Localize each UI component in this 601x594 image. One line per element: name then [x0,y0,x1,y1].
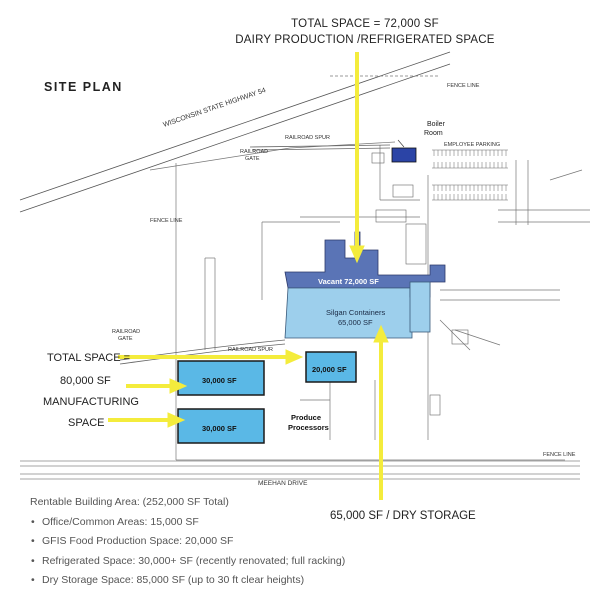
produce-20000-label: 20,000 SF [312,365,347,374]
rentable-area-info: Rentable Building Area: (252,000 SF Tota… [30,496,345,594]
dry-storage-item: Dry Storage Space: 85,000 SF (up to 30 f… [31,574,345,586]
site-plan-title: SITE PLAN [44,80,123,94]
dry-storage-label: 65,000 SF / DRY STORAGE [330,510,476,522]
manufacturing-bottom-label: 30,000 SF [202,424,237,433]
rentable-area-text: Rentable Building Area: (252,000 SF Tota… [30,496,229,508]
boiler-room-label-1: Boiler [427,121,446,128]
meehan-drive-label: MEEHAN DRIVE [258,480,308,487]
manufacturing-block-bottom [177,408,265,444]
space-breakdown-list: Office/Common Areas: 15,000 SF GFIS Food… [30,516,345,587]
railroad-gate-left-label-1: RAILROAD [112,329,140,335]
parking-stalls [432,149,508,201]
railroad-gate-left-label-2: GATE [118,336,133,342]
arrow-top-head [349,245,365,264]
arrow-left-1-head [285,349,304,365]
arrow-left-3-head [167,412,186,428]
dairy-production-label: DAIRY PRODUCTION /REFRIGERATED SPACE [235,34,495,46]
produce-label-2: Processors [288,423,329,432]
produce-block-20000 [305,351,357,383]
left-manufacturing-label: MANUFACTURING [43,396,139,408]
highway-road [19,51,451,213]
arrow-bottom-head [373,324,389,343]
left-80000-sf-label: 80,000 SF [60,375,111,387]
left-total-space-label: TOTAL SPACE = [47,352,131,364]
manufacturing-block-top [177,360,265,396]
highway-label: WISCONSIN STATE HIGHWAY 54 [162,87,267,129]
left-space-label: SPACE [68,417,105,429]
silgan-label-1: Silgan Containers [326,308,385,317]
refrigerated-item: Refrigerated Space: 30,000+ SF (recently… [31,555,345,567]
gfis-food-item: GFIS Food Production Space: 20,000 SF [31,535,345,547]
fence-line-left-label: FENCE LINE [150,218,183,224]
property-lines [149,75,590,461]
railroad-spur-top [249,144,391,151]
boiler-room-block [391,147,417,163]
railroad-gate-top-label-2: GATE [245,156,260,162]
railroad-spur-mid-label: RAILROAD SPUR [228,347,273,353]
meehan-drive-road [20,460,580,480]
manufacturing-top-label: 30,000 SF [202,376,237,385]
boiler-room-label-2: Room [424,130,443,137]
fence-line-bottom-label: FENCE LINE [543,452,576,458]
vacant-label: Vacant 72,000 SF [318,277,379,286]
total-space-72000-label: TOTAL SPACE = 72,000 SF [291,18,439,30]
railroad-gate-top-label-1: RAILROAD [240,149,268,155]
produce-label-1: Produce [291,413,321,422]
silgan-annex [409,281,431,333]
misc-structures [371,152,469,416]
arrow-left-2-head [169,378,188,394]
office-common-item: Office/Common Areas: 15,000 SF [31,516,345,528]
yellow-arrows [108,52,389,500]
fence-line-top-label: FENCE LINE [447,83,480,89]
silgan-label-2: 65,000 SF [338,318,373,327]
railroad-spur-top-label: RAILROAD SPUR [285,135,330,141]
employee-parking-label: EMPLOYEE PARKING [444,142,500,148]
